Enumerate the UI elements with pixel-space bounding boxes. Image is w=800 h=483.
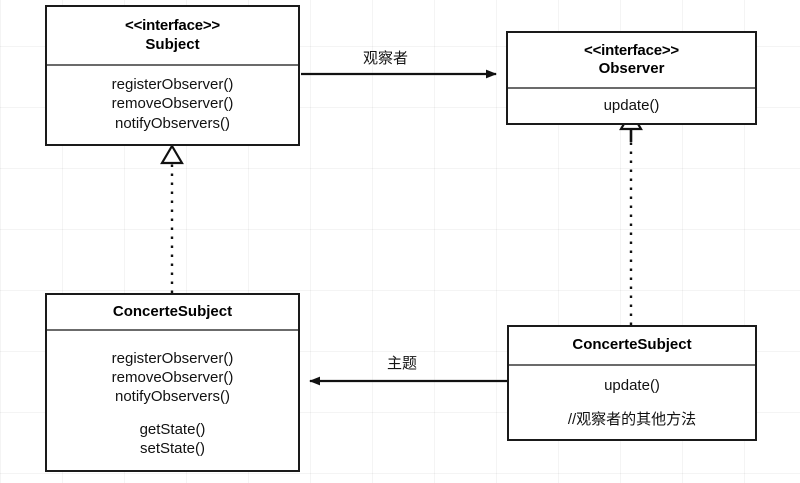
class-box-subject[interactable]: <<interface>> Subject registerObserver()…: [45, 5, 300, 146]
class-header-concrete-subject: ConcerteSubject: [47, 295, 298, 331]
class-header-observer: <<interface>> Observer: [508, 33, 755, 89]
method-item: notifyObservers(): [114, 387, 231, 405]
class-name-label: Subject: [145, 35, 200, 53]
method-item: registerObserver(): [111, 76, 234, 94]
connector-realization-subject: [160, 143, 184, 293]
method-item: getState(): [139, 421, 206, 439]
method-item: notifyObservers(): [114, 114, 231, 132]
method-item: removeObserver(): [111, 95, 234, 113]
class-box-concrete-subject[interactable]: ConcerteSubject registerObserver() remov…: [45, 293, 300, 472]
class-name-label: Observer: [598, 60, 665, 77]
relation-label-observer: 观察者: [363, 49, 409, 67]
method-item: update(): [604, 377, 660, 395]
connector-realization-observer: [619, 109, 643, 325]
class-methods-subject: registerObserver() removeObserver() noti…: [47, 66, 298, 144]
method-item: registerObserver(): [111, 349, 234, 367]
class-methods-concrete-observer: update() //观察者的其他方法: [509, 366, 755, 439]
class-box-concrete-observer[interactable]: ConcerteSubject update() //观察者的其他方法: [507, 325, 757, 441]
method-item: update(): [603, 97, 660, 115]
stereotype-label: <<interface>>: [125, 17, 220, 35]
class-box-observer[interactable]: <<interface>> Observer update(): [506, 31, 757, 125]
class-note-label: //观察者的其他方法: [567, 410, 697, 428]
stereotype-label: <<interface>>: [584, 41, 679, 59]
relation-label-subject: 主题: [387, 354, 418, 372]
method-item: removeObserver(): [111, 368, 234, 386]
method-item: setState(): [139, 440, 206, 458]
class-header-subject: <<interface>> Subject: [47, 7, 298, 66]
class-name-label: ConcerteSubject: [572, 336, 692, 354]
class-methods-concrete-subject: registerObserver() removeObserver() noti…: [47, 331, 298, 470]
class-header-concrete-observer: ConcerteSubject: [509, 327, 755, 366]
class-name-label: ConcerteSubject: [112, 302, 233, 320]
class-methods-observer: update(): [508, 89, 755, 123]
